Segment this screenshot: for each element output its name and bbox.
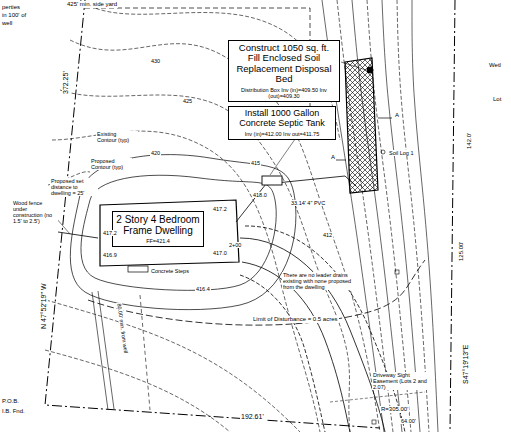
plan-label: Wood fence under construction (no 1.5' t… [12,200,58,224]
note-box: Install 1000 Gallon Concrete Septic Tank… [228,106,336,140]
plan-label: R=305.00' [380,406,409,413]
site-linework [45,350,230,432]
site-linework [80,0,340,140]
site-linework [245,226,405,432]
plan-label: 425 [182,98,193,104]
plan-label: perties [1,4,21,11]
note-text: 2 Story 4 Bedroom Frame Dwelling [116,214,200,236]
plan-label: Concrete Steps [150,268,190,274]
property-line [45,0,380,428]
existing-contours [45,0,380,432]
steps [128,266,148,272]
plan-label: in 100' of [1,12,27,19]
slope-contour [382,0,420,432]
plan-label: S47°19'13"E [462,344,470,385]
plan-label: 2+00 [228,242,242,248]
slope-contour [337,0,393,432]
plan-label: P.O.B. [1,398,20,405]
note-box: 2 Story 4 Bedroom Frame DwellingFF=421.4 [112,211,204,247]
note-text: Install 1000 Gallon Concrete Septic Tank [232,109,332,129]
note-detail: FF=421.4 [116,238,200,244]
plan-label: 417.0 [212,250,228,256]
septic-tank [262,176,282,185]
plan-label: I.B. Fnd. [1,408,26,415]
site-linework [45,0,455,432]
plan-label: Driveway Sight Easement (Lots 2 and 2.07… [372,372,432,390]
site-linework [240,238,385,432]
plan-label: 372.25' [62,70,70,95]
plan-label: 420 [150,150,161,156]
plan-label: 125.00' [458,241,465,263]
plan-label: 80.00' min. from well [116,302,129,355]
site-linework [81,175,276,290]
slope-contour [352,0,402,432]
plan-label: well [1,20,13,27]
site-linework [240,275,325,432]
house-outline [100,200,239,266]
leader [56,218,70,234]
plan-label: Limit of Disturbance = 0.5 acres [252,316,339,323]
plan-label: 425' min. side yard [66,1,118,8]
plan-label: 142.0' [466,132,473,150]
property-line [450,0,455,432]
plan-label: 430 [150,58,161,64]
note-box: Construct 1050 sq. ft. Fill Enclosed Soi… [228,40,340,102]
plan-label: Wetl [488,62,502,69]
plan-label: 412 [322,232,333,238]
plan-label: 64.00' [400,418,417,424]
plan-label: There are no leader drains existing with… [282,272,358,290]
note-detail: Inv (in)=412.00 Inv out=411.75 [232,131,332,137]
site-linework [52,131,320,432]
plan-label: 417.2 [102,230,118,236]
note-text: Construct 1050 sq. ft. Fill Enclosed Soi… [232,43,336,85]
site-linework [60,90,350,432]
plan-label: Soil Log 1 [388,150,414,156]
section-cut [335,118,392,160]
limit-of-disturbance [88,260,425,325]
slope-contour [367,0,411,432]
slope-contour [412,0,438,432]
plan-label: N 47°52'19" W [40,282,48,330]
site-linework [70,40,380,432]
plan-label: 192.61' [240,413,265,421]
marker [372,420,376,424]
sight-easement [330,392,425,402]
plan-label: 418.0 [252,192,268,198]
plan-label: 416.4 [195,286,211,292]
plan-label: Proposed Contour (typ) [90,158,132,170]
plan-label: 33.14' 4" PVC [290,200,326,206]
well-radius-line [92,291,114,410]
plan-label: A [394,112,400,119]
note-detail: Distribution Box Inv (in)=409.50 Inv (ou… [232,87,336,99]
plan-label: Existing Contour (typ) [96,131,138,143]
plan-label: 417.2 [212,206,228,212]
plan-label: A [330,154,336,161]
wood-fence [58,232,98,238]
sewer-pipe [236,176,356,222]
dashed-line [140,295,150,410]
plan-label: 416.9 [102,252,118,258]
plan-label: Proposed set distance to dwelling = 25' [50,178,98,196]
plan-label: Lot [492,96,502,103]
plan-label: 415 [250,160,261,166]
